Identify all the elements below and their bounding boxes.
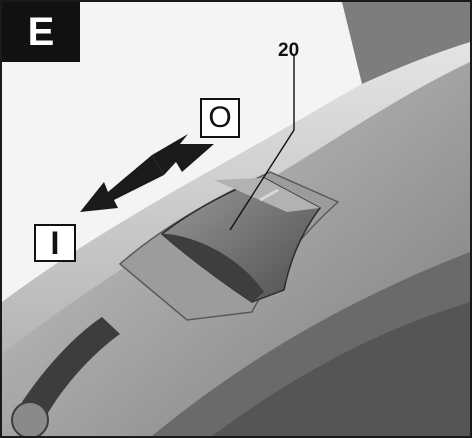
housing-top-corner <box>342 2 470 84</box>
callout-number: 20 <box>278 40 300 61</box>
double-arrow <box>80 134 214 212</box>
off-symbol: O <box>208 101 232 134</box>
switch-front-face <box>162 234 264 302</box>
on-symbol-box: I <box>34 224 76 262</box>
switch-ridge <box>259 188 279 202</box>
callout-leader-line <box>229 54 295 231</box>
grip-slot <box>22 317 120 420</box>
housing-side-shadow <box>212 302 470 436</box>
on-symbol: I <box>50 225 60 261</box>
panel-label-box: E <box>2 2 80 62</box>
grip-knob <box>11 401 49 436</box>
panel-letter: E <box>27 10 55 54</box>
off-symbol-box: O <box>200 98 240 138</box>
